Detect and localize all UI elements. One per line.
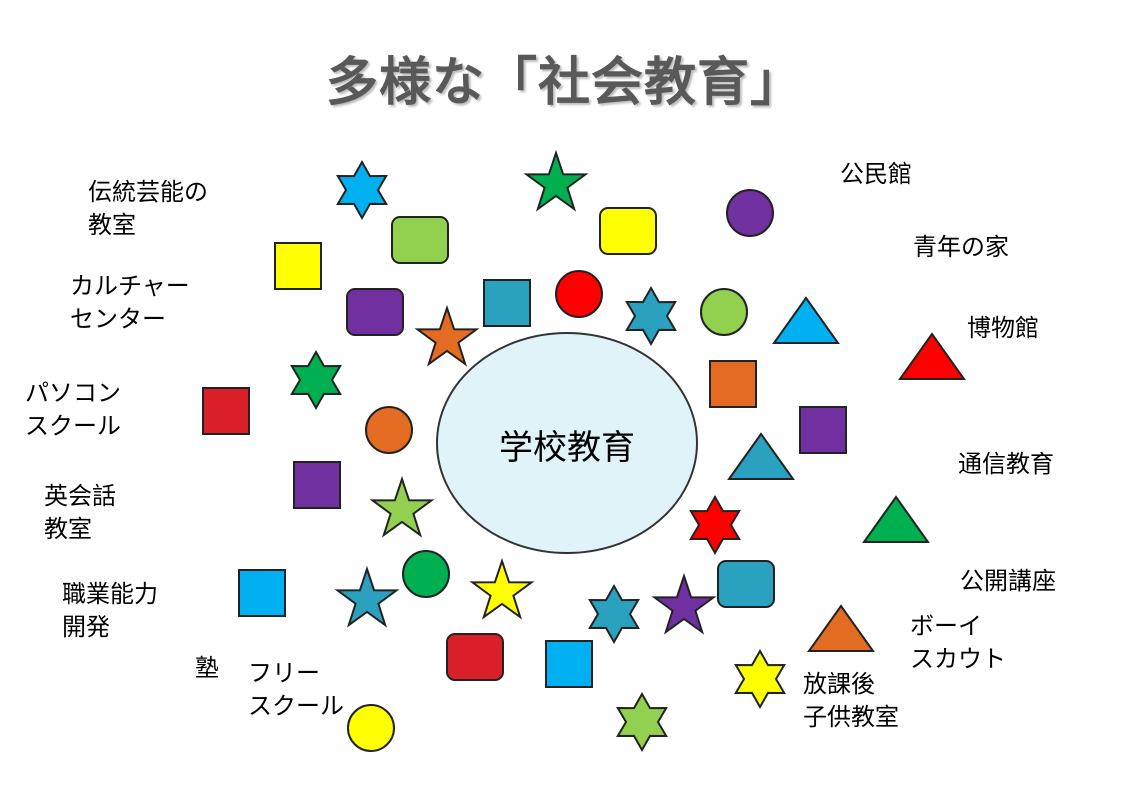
label-line: 教室	[88, 211, 136, 239]
yellow-rounded-rect-shape	[599, 207, 657, 255]
green-hexagram-shape	[290, 349, 342, 411]
blue-triangle-shape	[772, 296, 840, 344]
lightgreen-hexagram-shape	[616, 691, 668, 753]
red-hexagram-shape	[689, 494, 741, 556]
orange-square-shape	[709, 360, 757, 408]
label-traditional-arts: 伝統芸能の教室	[88, 176, 208, 242]
label-line: 伝統芸能の	[88, 178, 208, 206]
label-vocational: 職業能力開発	[62, 578, 158, 644]
label-open-lecture: 公開講座	[960, 567, 1056, 595]
blue-hexagram-shape	[336, 159, 388, 221]
green-triangle-shape	[862, 495, 930, 543]
teal-square-shape	[483, 279, 531, 327]
orange-circle-shape	[365, 406, 413, 454]
yellow-star-shape	[469, 557, 535, 620]
label-line: カルチャー	[70, 272, 190, 300]
label-line: スクール	[248, 692, 344, 720]
orange-triangle-shape	[807, 604, 875, 652]
label-line: ボーイ	[910, 612, 982, 640]
orange-star-shape	[414, 304, 480, 367]
red-circle-shape	[555, 270, 603, 318]
yellow-hexagram-shape	[734, 648, 786, 710]
lightgreen-rounded-rect-shape	[391, 216, 449, 264]
lightgreen-circle-shape	[700, 288, 748, 336]
blue-square-shape	[238, 569, 286, 617]
school-education-label: 学校教育	[499, 428, 635, 468]
green-star-shape	[523, 149, 589, 212]
label-line: 子供教室	[803, 703, 899, 731]
label-line: 職業能力	[62, 580, 158, 608]
purple-square-shape	[293, 461, 341, 509]
green-circle-shape	[402, 550, 450, 598]
teal-hexagram-shape	[625, 285, 677, 347]
slide-title: 多様な「社会教育」	[325, 53, 803, 113]
label-after-school: 放課後子供教室	[803, 668, 899, 734]
school-education-ellipse	[436, 332, 698, 554]
darkred-rounded-rect-shape	[446, 633, 504, 681]
label-boy-scout: ボーイスカウト	[910, 610, 1006, 676]
label-line: 開発	[62, 613, 110, 641]
red-triangle-shape	[898, 332, 966, 380]
darkred-square-shape	[202, 387, 250, 435]
teal-triangle-shape	[727, 432, 795, 480]
purple-circle-shape	[726, 189, 774, 237]
yellow-circle-shape	[347, 704, 395, 752]
teal-hexagram-shape	[588, 583, 640, 645]
label-line: 放課後	[803, 670, 875, 698]
label-line: スクール	[25, 412, 121, 440]
label-line: パソコン	[25, 379, 121, 407]
blue-square-shape	[545, 640, 593, 688]
label-correspondence: 通信教育	[958, 450, 1054, 478]
teal-star-shape	[334, 565, 400, 628]
label-free-school: フリースクール	[248, 657, 344, 723]
teal-rounded-rect-shape	[717, 560, 775, 608]
label-museum: 博物館	[967, 314, 1039, 342]
label-english-conversation: 英会話教室	[44, 480, 116, 546]
label-youth-house: 青年の家	[913, 233, 1009, 261]
label-line: センター	[70, 305, 166, 333]
purple-rounded-rect-shape	[346, 288, 404, 336]
label-line: 教室	[44, 515, 92, 543]
purple-square-shape	[799, 406, 847, 454]
yellow-square-shape	[274, 242, 322, 290]
label-line: スカウト	[910, 645, 1006, 673]
label-line: フリー	[248, 659, 320, 687]
label-culture-center: カルチャーセンター	[70, 270, 190, 336]
label-juku: 塾	[195, 654, 219, 682]
lightgreen-star-shape	[369, 475, 435, 538]
label-pc-school: パソコンスクール	[25, 377, 121, 443]
label-line: 英会話	[44, 482, 116, 510]
label-kominkan: 公民館	[840, 160, 912, 188]
purple-star-shape	[651, 572, 717, 635]
